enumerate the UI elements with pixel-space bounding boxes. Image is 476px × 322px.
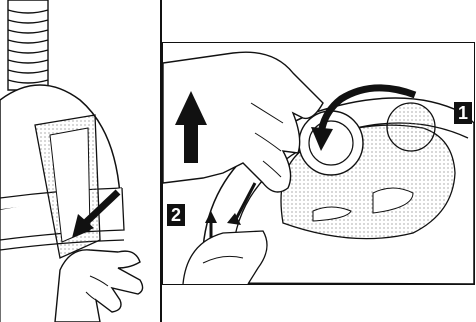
rotate-arrow-icon (311, 84, 417, 151)
filter-removal-illustration (163, 51, 474, 284)
panel-divider (160, 0, 162, 322)
hose (7, 0, 49, 91)
hand (54, 249, 144, 322)
container-tab-illustration (0, 0, 144, 322)
arrow-down-left-icon (72, 189, 121, 238)
left-panel (0, 0, 160, 322)
arrow-up-icon (175, 91, 207, 163)
latch (182, 230, 268, 284)
filter-bag (280, 102, 456, 240)
hand (163, 51, 324, 193)
step-2-badge: 2 (167, 204, 185, 226)
step-1-badge: 1 (454, 102, 472, 124)
right-panel: 1 2 (162, 42, 475, 285)
